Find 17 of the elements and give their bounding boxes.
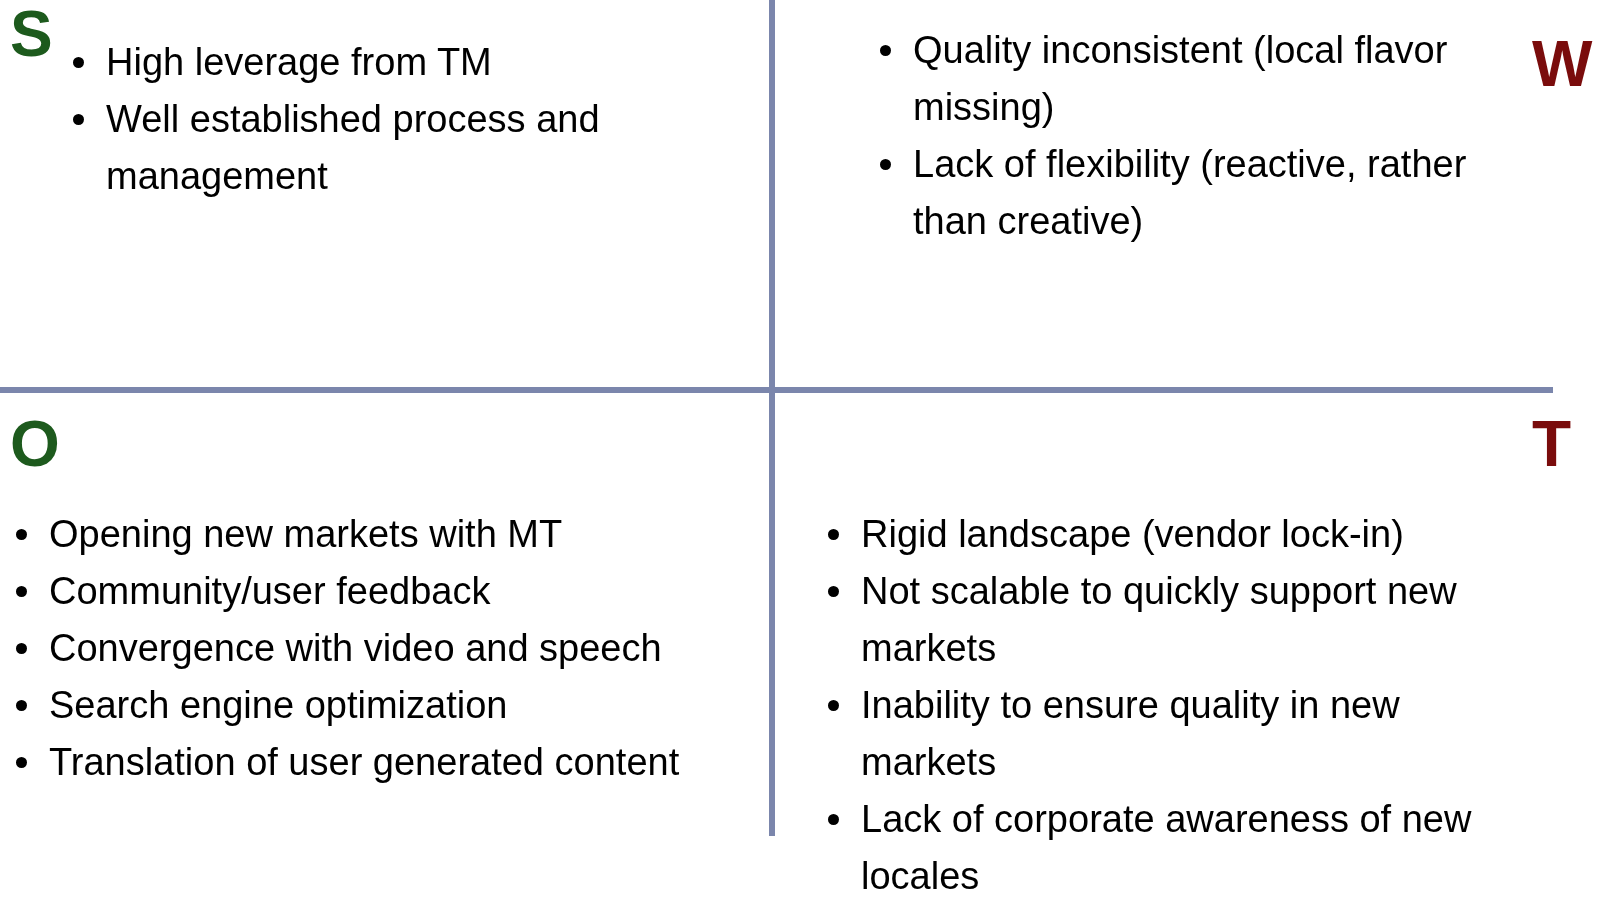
bullet-item: Rigid landscape (vendor lock-in): [861, 512, 1404, 557]
quadrant-letter: O: [10, 412, 60, 476]
bullet-item: High leverage from TM: [106, 40, 492, 85]
bullet-item: Community/user feedback: [49, 569, 491, 614]
bullet-item: Opening new markets with MT: [49, 512, 563, 557]
quadrant-letter: W: [1532, 32, 1593, 96]
bullet-item: Inability to ensure quality in new markets: [861, 683, 1401, 785]
quadrant-letter: T: [1532, 412, 1572, 476]
quadrant-letter: S: [10, 2, 53, 66]
bullet-item: Lack of corporate awareness of new locales: [861, 797, 1473, 899]
bullet-item: Search engine optimization: [49, 683, 508, 728]
bullet-item: Not scalable to quickly support new markets: [861, 569, 1458, 671]
bullet-item: Quality inconsistent (local flavor missing): [913, 28, 1449, 130]
bullet-item: Lack of flexibility (reactive, rather than creative): [913, 142, 1468, 244]
bullet-item: Convergence with video and speech: [49, 626, 662, 671]
bullet-item: Well established process and management: [106, 97, 601, 199]
bullet-item: Translation of user generated content: [49, 740, 680, 785]
